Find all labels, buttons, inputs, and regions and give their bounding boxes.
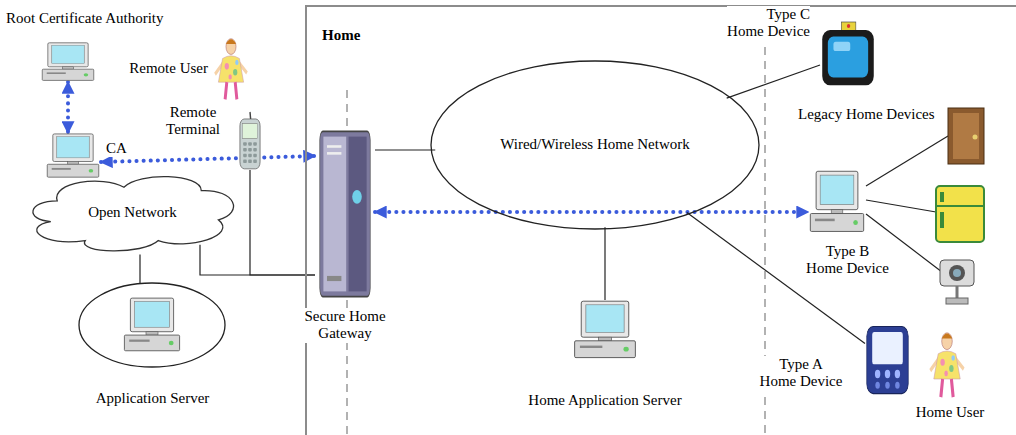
network-link [727, 65, 820, 98]
node-label: Wired/Wireless Home Network [500, 136, 690, 153]
root-ca-computer: Root Certificate Authority [40, 42, 96, 82]
door-device [948, 108, 984, 164]
cloud-outline [33, 177, 234, 251]
type-b-device: Type B Home Device [808, 170, 866, 234]
pad-icon [865, 325, 910, 395]
ellipse-outline [79, 283, 225, 367]
node-label: Open Network [88, 204, 177, 221]
type-a-device: Type A Home Device [865, 325, 910, 395]
secure-home-gateway: Secure Home Gateway [315, 128, 375, 300]
secure-channel-arrow [66, 82, 70, 133]
network-link [375, 149, 435, 150]
node-label: Type A Home Device [760, 356, 843, 391]
pc-icon [572, 300, 638, 360]
application-server: Application Server [78, 282, 226, 368]
home-application-server: Home Application Server [572, 300, 638, 360]
pc-icon [808, 170, 866, 234]
fridge-device [936, 186, 984, 242]
home-user-figure: Home User [925, 330, 969, 400]
person-icon [210, 36, 252, 102]
pc-icon [122, 297, 182, 353]
node-label: Home Application Server [505, 392, 705, 409]
node-label: Remote User [112, 60, 208, 77]
node-label: Type C Home Device [727, 6, 810, 41]
person-icon [925, 330, 969, 400]
node-label: Home User [905, 404, 995, 421]
home-network-ellipse: Wired/Wireless Home Network [430, 60, 760, 230]
type-c-device: Type C Home Device [820, 22, 876, 88]
group-label: Legacy Home Devices [798, 106, 943, 123]
phone-icon [232, 112, 268, 170]
ellipse-outline [431, 61, 759, 229]
node-label: Home [322, 27, 382, 44]
node-label: CA [106, 140, 136, 157]
node-label: Application Server [70, 390, 235, 407]
tv-icon [820, 22, 876, 88]
tower-icon [315, 128, 375, 300]
pc-icon [40, 42, 96, 82]
remote-user-figure: Remote User [210, 36, 252, 102]
node-label: Secure Home Gateway [298, 308, 392, 343]
home-region: Secure Home Gateway Wired/Wireless Home N… [305, 5, 1016, 435]
node-label: Remote Terminal [158, 104, 228, 139]
remote-terminal-phone: Remote Terminal [232, 112, 268, 170]
network-link [604, 227, 605, 300]
camera-device [940, 260, 974, 304]
pc-icon [45, 133, 101, 179]
network-link [687, 213, 865, 344]
network-link [200, 245, 315, 275]
network-link [139, 255, 140, 284]
node-label: Root Certificate Authority [6, 10, 221, 27]
node-label: Type B Home Device [806, 243, 889, 278]
ca-computer: CA [45, 133, 101, 179]
secure-channel-arrow [375, 210, 808, 214]
open-network-cloud: Open Network [25, 170, 240, 256]
